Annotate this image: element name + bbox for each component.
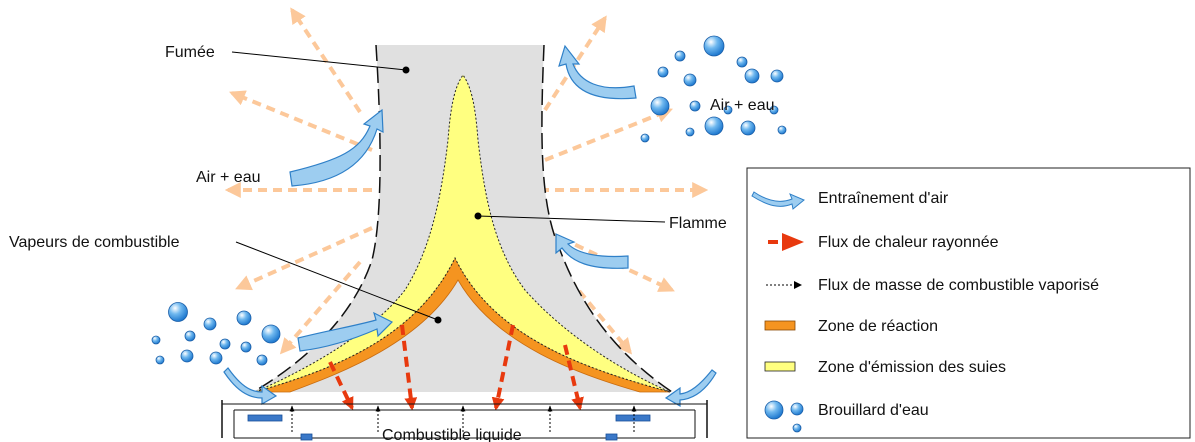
legend: Entraînement d'air Flux de chaleur rayon… (746, 167, 1191, 439)
flame-label: Flamme (669, 215, 727, 232)
liquid-fuel-label: Combustible liquide (382, 427, 522, 442)
air-arrow-base-right (664, 369, 717, 408)
soot-emission-swatch-icon (764, 361, 796, 372)
fuel-vapors-label: Vapeurs de combustible (9, 234, 180, 251)
air-arrow-right-low (555, 233, 629, 269)
air-arrow-base-left (223, 367, 278, 406)
legend-label-radiated-heat: Flux de chaleur rayonnée (818, 234, 999, 251)
air-water-label-right: Air + eau (710, 97, 774, 114)
air-arrow-left-mid (289, 108, 384, 187)
smoke-label: Fumée (165, 44, 215, 61)
air-arrow-left-low (297, 311, 394, 352)
radiated-heat-arrows (328, 324, 584, 411)
air-water-label-left: Air + eau (196, 169, 260, 186)
fuel-mass-flux-arrows (289, 405, 637, 432)
legend-label-air-entrainment: Entraînement d'air (818, 190, 949, 207)
water-mist-droplets-icon (764, 400, 804, 433)
legend-label-reaction-zone: Zone de réaction (818, 318, 938, 335)
reaction-zone-swatch-icon (764, 320, 796, 331)
flame-soot-zone (254, 74, 671, 393)
water-mist-left (151, 302, 281, 366)
fuel-mass-flux-arrow-icon (766, 281, 802, 289)
radiated-heat-arrow-icon (768, 233, 804, 251)
legend-label-soot-emission: Zone d'émission des suies (818, 359, 1006, 376)
air-entrainment-arrow-icon (751, 191, 805, 210)
fuel-tray (221, 400, 708, 441)
legend-label-fuel-mass-flux: Flux de masse de combustible vaporisé (818, 277, 1099, 294)
legend-label-water-mist: Brouillard d'eau (818, 402, 929, 419)
leader-dots (402, 66, 482, 324)
air-entrainment-arrows (223, 44, 717, 408)
leader-lines (231, 51, 666, 321)
air-arrow-right-top (558, 44, 637, 100)
water-mist-right (640, 35, 787, 143)
